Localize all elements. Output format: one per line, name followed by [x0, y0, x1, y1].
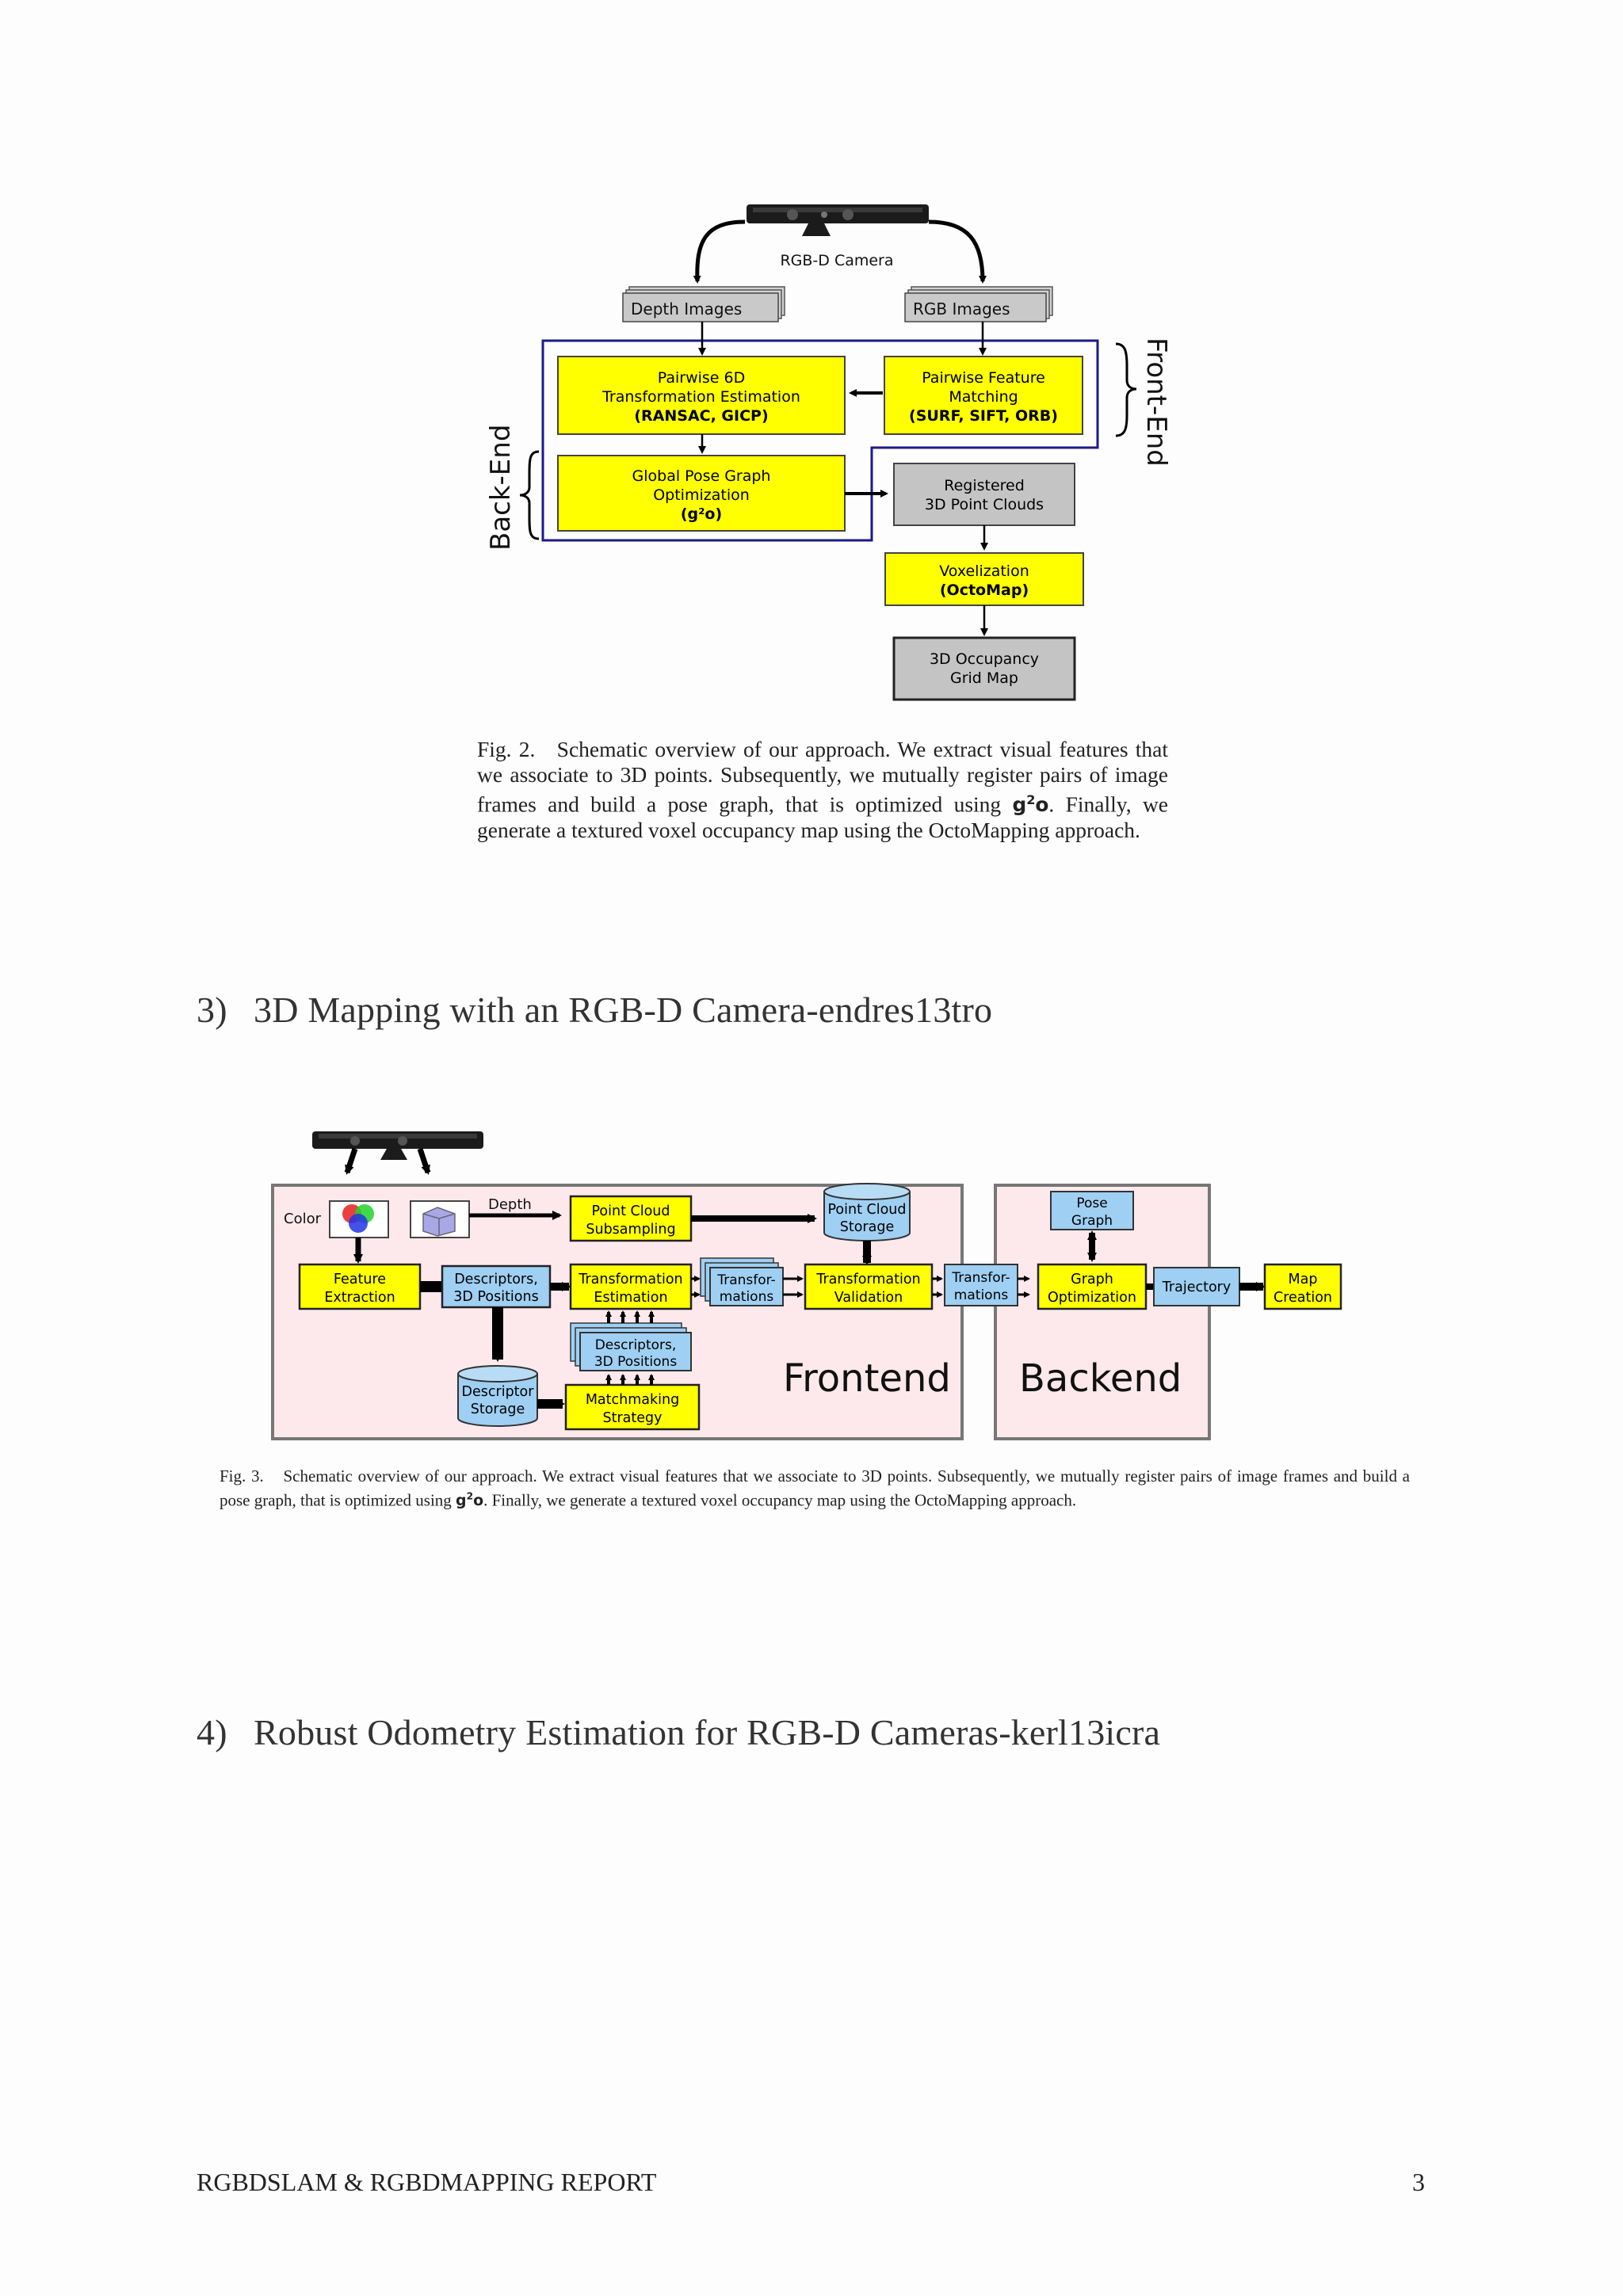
front-end-label: Front-End	[1140, 338, 1172, 467]
depth-label: Depth	[488, 1196, 532, 1213]
svg-text:Pairwise Feature: Pairwise Feature	[922, 369, 1045, 387]
backend-label: Backend	[1019, 1356, 1182, 1401]
occupancy-grid-box: 3D Occupancy Grid Map	[892, 636, 1076, 701]
kinect-camera-icon	[312, 1131, 483, 1160]
trajectory-box: Trajectory	[1153, 1267, 1240, 1306]
svg-text:Depth Images: Depth Images	[631, 299, 742, 318]
rgb-color-icon	[329, 1200, 389, 1238]
svg-text:Pairwise 6D: Pairwise 6D	[658, 369, 746, 387]
svg-text:Descriptors,: Descriptors,	[595, 1337, 677, 1353]
point-cloud-subsampling-box: Point Cloud Subsampling	[569, 1195, 693, 1242]
back-end-label: Back-End	[485, 425, 517, 551]
svg-text:Extraction: Extraction	[324, 1290, 395, 1306]
svg-text:Transformation: Transformation	[815, 1272, 920, 1287]
kinect-camera-icon	[747, 204, 929, 236]
svg-text:Validation: Validation	[834, 1290, 903, 1306]
backend-outline	[541, 339, 1099, 542]
svg-text:(OctoMap): (OctoMap)	[940, 582, 1029, 599]
svg-text:Grid Map: Grid Map	[950, 669, 1018, 687]
svg-text:Feature: Feature	[334, 1272, 386, 1287]
descriptors-positions-stack: Descriptors, 3D Positions	[570, 1322, 692, 1371]
page-number: 3	[1412, 2168, 1425, 2196]
caption-text-end: . Finally, we generate a textured voxel …	[483, 1490, 1077, 1510]
figure-3: Color Depth Point Cloud Subsampling Poin…	[268, 1125, 1346, 1442]
svg-text:3D Positions: 3D Positions	[594, 1354, 678, 1370]
section-heading-4: 4)Robust Odometry Estimation for RGB-D C…	[197, 1712, 1161, 1753]
svg-text:Pose: Pose	[1076, 1196, 1107, 1211]
svg-text:Subsampling: Subsampling	[586, 1222, 675, 1238]
descriptor-storage-cylinder: Descriptor Storage	[457, 1365, 538, 1427]
caption-text-end: . Finally, we generate a textured voxel …	[477, 791, 1169, 843]
svg-text:Estimation: Estimation	[594, 1290, 667, 1306]
svg-text:(RANSAC, GICP): (RANSAC, GICP)	[634, 407, 768, 425]
svg-text:RGB Images: RGB Images	[913, 299, 1010, 318]
map-creation-box: Map Creation	[1263, 1263, 1342, 1310]
svg-text:Creation: Creation	[1274, 1290, 1332, 1306]
svg-text:Transfor-: Transfor-	[716, 1272, 775, 1288]
svg-text:mations: mations	[720, 1289, 774, 1305]
caption-text: Schematic overview of our approach. We e…	[477, 737, 1169, 817]
voxelization-box: Voxelization (OctoMap)	[884, 552, 1084, 606]
transformation-estimation-box: Transformation Estimation	[569, 1263, 693, 1310]
point-cloud-storage-cylinder: Point Cloud Storage	[823, 1183, 911, 1241]
g2o-symbol: g2o	[1012, 792, 1049, 817]
transformations-box-b: Transfor- mations	[944, 1264, 1018, 1306]
transformation-validation-box: Transformation Validation	[804, 1263, 934, 1310]
svg-text:Transformation Estimation: Transformation Estimation	[601, 388, 800, 406]
svg-text:Storage: Storage	[471, 1402, 525, 1417]
svg-text:Optimization: Optimization	[1048, 1290, 1136, 1306]
matchmaking-strategy-box: Matchmaking Strategy	[564, 1383, 701, 1431]
svg-text:Optimization: Optimization	[653, 486, 750, 504]
svg-text:(SURF, SIFT, ORB): (SURF, SIFT, ORB)	[909, 407, 1058, 425]
transformations-stack-a: Transfor- mations	[700, 1257, 784, 1306]
g2o-symbol: g2o	[456, 1491, 484, 1510]
svg-text:Voxelization: Voxelization	[939, 563, 1029, 580]
svg-text:Point Cloud: Point Cloud	[591, 1203, 670, 1219]
rgb-images-stack: RGB Images	[904, 286, 1053, 322]
descriptors-positions-box: Descriptors, 3D Positions	[441, 1264, 552, 1309]
camera-label: RGB-D Camera	[780, 252, 893, 269]
svg-text:Descriptors,: Descriptors,	[454, 1272, 538, 1287]
svg-text:3D Point Clouds: 3D Point Clouds	[925, 496, 1044, 513]
svg-text:Graph: Graph	[1071, 1272, 1113, 1287]
figure-2: RGB-D Camera Depth Images RGB Images Pai…	[475, 190, 1173, 713]
caption-text: Schematic overview of our approach. We e…	[220, 1466, 1410, 1510]
svg-text:Map: Map	[1289, 1272, 1318, 1287]
svg-text:Graph: Graph	[1071, 1213, 1113, 1229]
svg-text:Global Pose Graph: Global Pose Graph	[632, 467, 771, 485]
color-label: Color	[284, 1211, 322, 1227]
svg-text:Registered: Registered	[944, 477, 1025, 494]
pairwise-6d-box: Pairwise 6D Transformation Estimation (R…	[557, 356, 846, 435]
svg-text:Trajectory: Trajectory	[1162, 1280, 1231, 1295]
graph-optimization-box: Graph Optimization	[1037, 1263, 1148, 1310]
svg-text:Point Cloud: Point Cloud	[827, 1202, 906, 1218]
caption-label: Fig. 3.	[220, 1466, 264, 1486]
caption-label: Fig. 2.	[477, 737, 536, 761]
figure-3-caption: Fig. 3. Schematic overview of our approa…	[220, 1466, 1410, 1511]
registered-point-clouds-box: Registered 3D Point Clouds	[893, 463, 1075, 526]
svg-text:Matchmaking: Matchmaking	[586, 1392, 679, 1408]
depth-cube-icon	[410, 1200, 470, 1238]
svg-text:Descriptor: Descriptor	[462, 1384, 535, 1400]
frontend-label: Frontend	[783, 1356, 951, 1401]
svg-text:Strategy: Strategy	[603, 1410, 663, 1426]
svg-text:Transfor-: Transfor-	[951, 1270, 1010, 1286]
figure-2-caption: Fig. 2. Schematic overview of our approa…	[477, 737, 1168, 843]
svg-text:mations: mations	[954, 1287, 1009, 1303]
section-heading-3: 3)3D Mapping with an RGB-D Camera-endres…	[197, 990, 993, 1030]
svg-text:Storage: Storage	[840, 1219, 894, 1235]
global-pose-graph-box: Global Pose Graph Optimization (g²o)	[557, 455, 846, 532]
svg-text:Transformation: Transformation	[578, 1272, 682, 1287]
running-footer-title: RGBDSLAM & RGBDMAPPING REPORT	[197, 2168, 657, 2196]
depth-images-stack: Depth Images	[622, 286, 785, 322]
pose-graph-box: Pose Graph	[1050, 1191, 1134, 1230]
svg-text:3D Occupancy: 3D Occupancy	[930, 650, 1039, 668]
svg-text:3D Positions: 3D Positions	[453, 1289, 538, 1305]
svg-text:(g²o): (g²o)	[681, 505, 722, 523]
pairwise-feature-box: Pairwise Feature Matching (SURF, SIFT, O…	[884, 356, 1083, 435]
svg-text:Matching: Matching	[949, 388, 1018, 406]
feature-extraction-box: Feature Extraction	[298, 1263, 422, 1310]
